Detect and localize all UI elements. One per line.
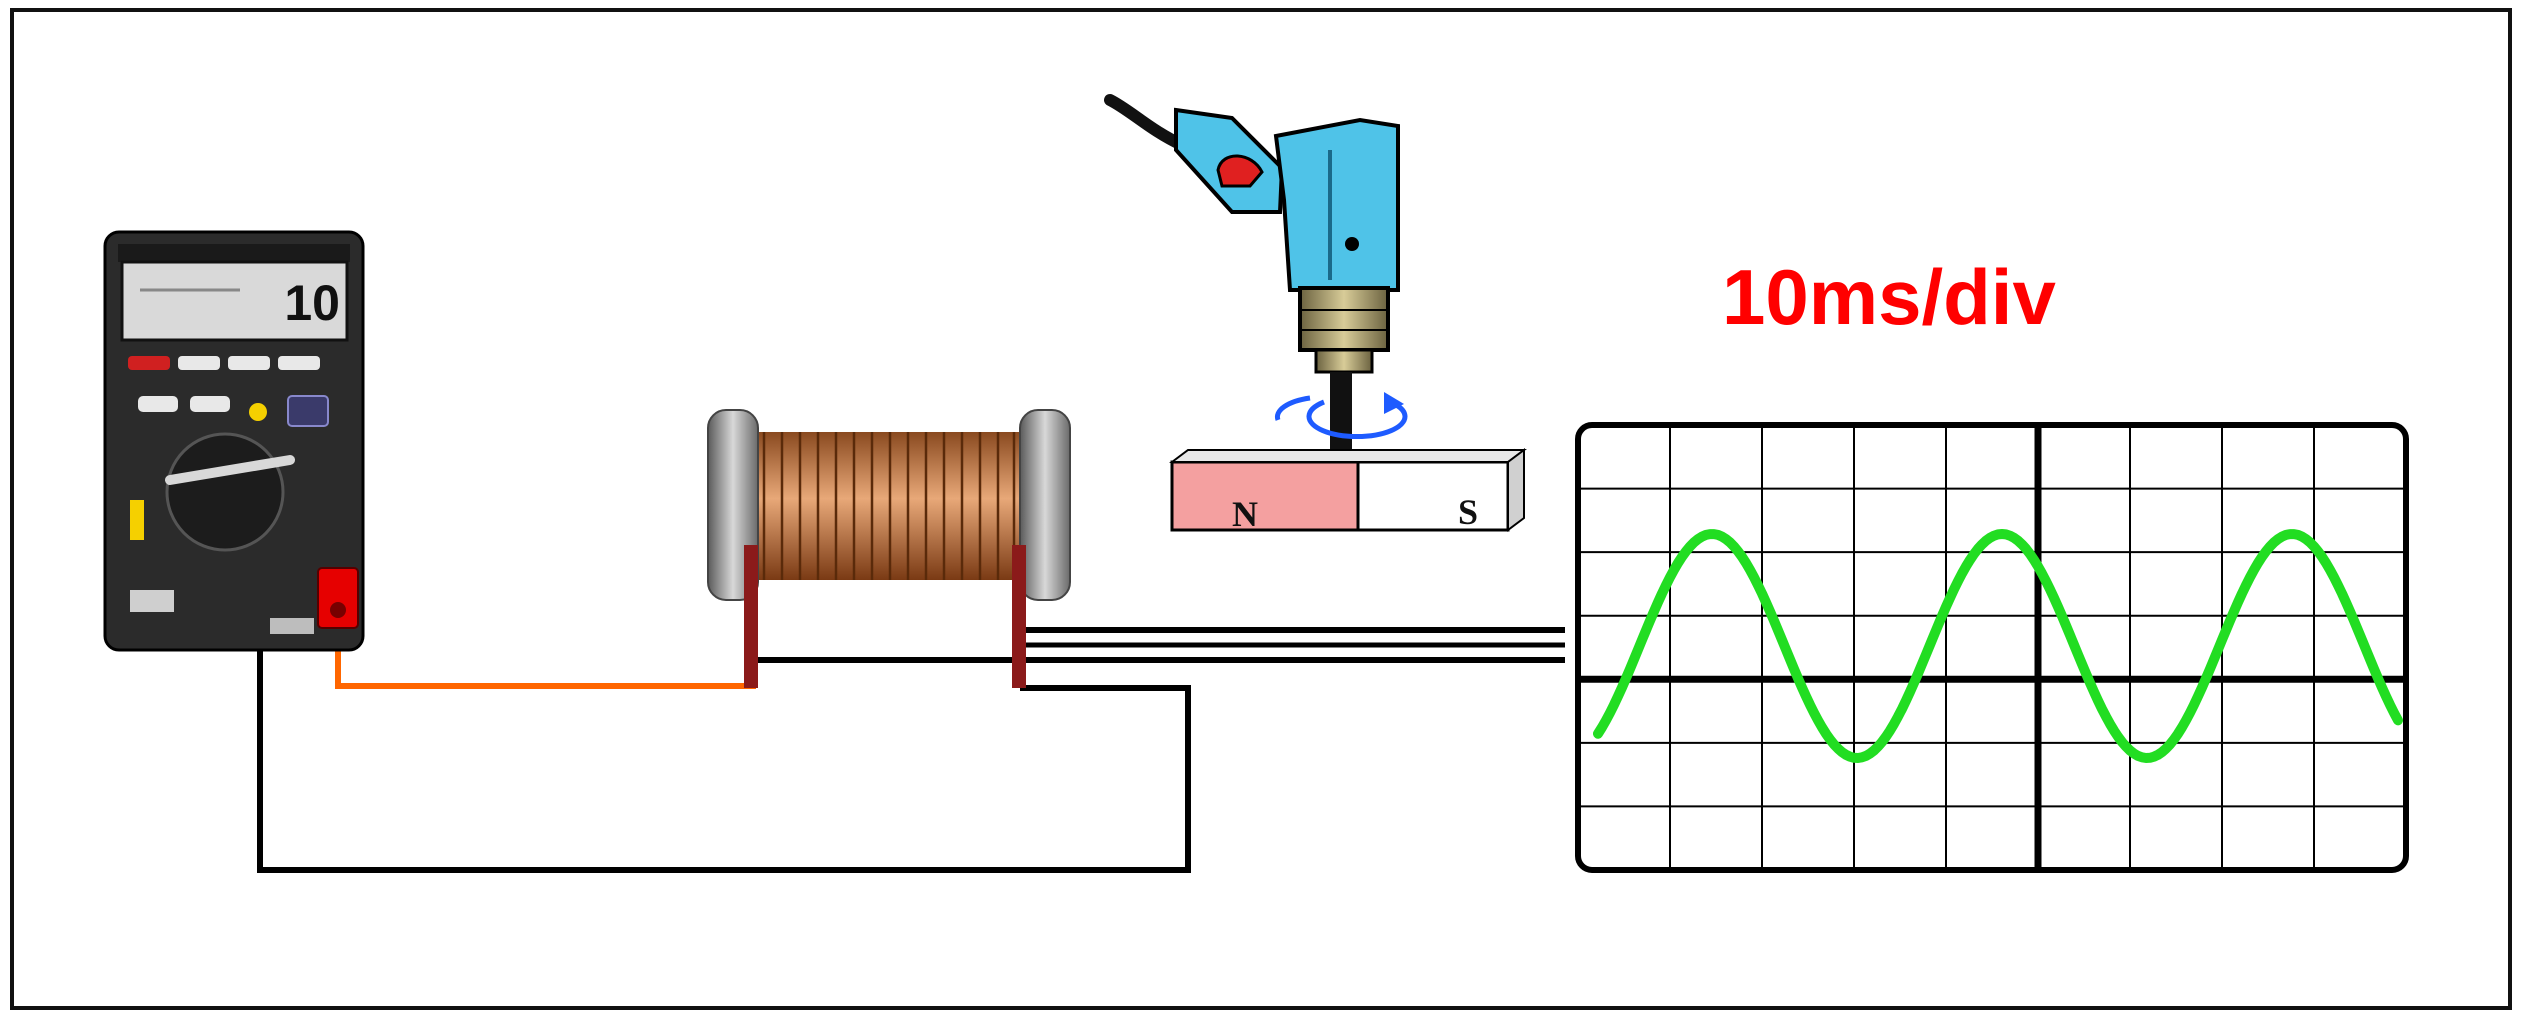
drill-body — [1273, 117, 1400, 292]
multimeter-yellow-marker — [130, 500, 144, 540]
magnet-north-label: N — [1232, 494, 1258, 534]
multimeter: 10 — [103, 230, 365, 652]
magnet-north-pole — [1170, 460, 1360, 532]
terminal-label-10a — [130, 590, 174, 612]
oscilloscope-timebase-label: 10ms/div — [1722, 253, 2056, 341]
multimeter-dial-pointer — [165, 455, 295, 485]
multimeter-lcd — [120, 260, 349, 342]
drill-shaft — [1330, 372, 1352, 468]
oscilloscope-sine-trace — [1593, 529, 2403, 763]
magnet-south-label: S — [1458, 492, 1478, 532]
coil-turns — [762, 432, 1016, 580]
multimeter-dial — [165, 432, 285, 552]
magnet-side-face — [1507, 448, 1525, 532]
solenoid-coil — [707, 409, 1071, 688]
multimeter-buttons — [128, 356, 329, 427]
red-terminal-socket — [330, 602, 346, 618]
coil-left-lead — [744, 545, 758, 688]
rotation-arrow-icon — [1274, 392, 1408, 440]
electric-drill — [1104, 94, 1408, 468]
magnet-top-face — [1169, 449, 1527, 463]
coil-winding — [748, 432, 1028, 580]
oscilloscope-screen — [1575, 422, 2409, 873]
bar-magnet: N S — [1169, 448, 1527, 534]
coil-right-lead — [1012, 545, 1026, 688]
drill-trigger — [1216, 154, 1264, 188]
terminal-label-com — [270, 618, 314, 634]
multimeter-header-strip — [118, 244, 350, 262]
oscilloscope-frame — [1575, 422, 2409, 873]
magnet-south-pole — [1356, 460, 1510, 532]
coil-right-flange — [1019, 409, 1071, 601]
drill-chuck — [1298, 286, 1390, 352]
multimeter-display-value: 10 — [284, 275, 340, 331]
drill-power-cord — [1104, 94, 1188, 151]
drill-vent — [1345, 237, 1359, 251]
multimeter-red-terminal — [317, 567, 359, 629]
black-return-wire — [257, 640, 1191, 873]
